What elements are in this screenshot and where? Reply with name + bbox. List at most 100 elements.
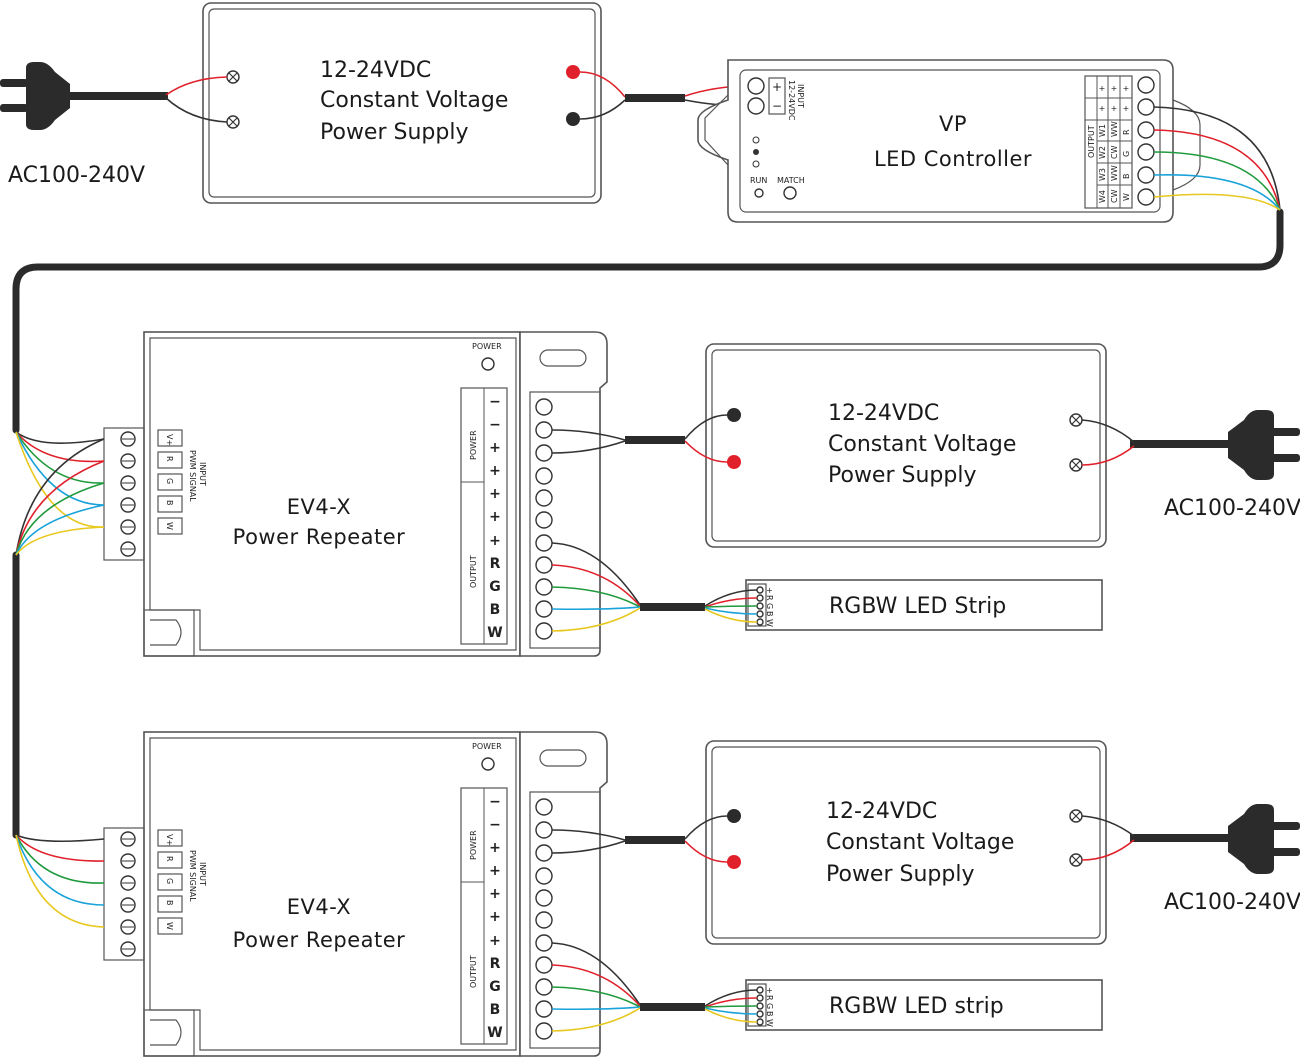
svg-text:R: R: [165, 856, 174, 862]
svg-text:W1: W1: [1098, 124, 1107, 137]
repeater-sub: Power Repeater: [233, 928, 406, 952]
repeater2-input-wires: [15, 834, 105, 928]
svg-text:+: +: [489, 886, 501, 902]
svg-text:+: +: [1123, 104, 1130, 113]
svg-text:B: B: [490, 602, 501, 618]
svg-text:R: R: [1122, 129, 1131, 135]
power-led-label: POWER: [472, 742, 502, 751]
svg-text:+: +: [489, 463, 501, 479]
controller-output-table: + + + + + + OUTPUT W1 W2 W3 W4 WW CW WW …: [1084, 75, 1133, 209]
dc-negative-terminal: [727, 809, 741, 823]
svg-text:B: B: [765, 1011, 774, 1017]
svg-text:G: G: [765, 603, 774, 609]
svg-text:W: W: [165, 922, 174, 930]
input-screw-terminals: [120, 831, 136, 957]
svg-text:W3: W3: [1098, 168, 1107, 181]
power-repeater-2: EV4-X Power Repeater POWER POWER OUTPUT …: [103, 731, 608, 1057]
svg-text:POWER: POWER: [469, 430, 478, 460]
svg-text:W: W: [765, 619, 774, 627]
svg-text:V+: V+: [165, 834, 174, 846]
svg-text:G: G: [765, 1003, 774, 1009]
svg-text:+: +: [765, 987, 774, 994]
svg-text:+: +: [489, 909, 501, 925]
match-button[interactable]: [783, 186, 797, 200]
controller-output-terminals: [1137, 76, 1155, 206]
svg-text:B: B: [165, 500, 174, 506]
svg-text:POWER: POWER: [469, 830, 478, 860]
ac-plug-icon: [1130, 804, 1300, 874]
input-pin-labels: V+ R G B W INPUT PWM SIGNAL: [157, 429, 207, 535]
svg-text:−: −: [489, 794, 501, 810]
repeater-name: EV4-X: [287, 895, 351, 919]
psu-case: [705, 343, 1107, 548]
controller-name: VP: [939, 112, 967, 136]
svg-text:+: +: [489, 486, 501, 502]
match-label: MATCH: [777, 176, 805, 185]
svg-text:+: +: [1099, 104, 1106, 113]
svg-text:G: G: [1122, 151, 1131, 157]
repeater2-output-wires: [551, 942, 758, 1032]
psu-line2: Constant Voltage: [828, 432, 1016, 457]
svg-text:PWM SIGNAL: PWM SIGNAL: [188, 850, 197, 902]
svg-text:V+: V+: [165, 434, 174, 446]
svg-text:OUTPUT: OUTPUT: [1087, 125, 1096, 158]
power-supply-2: 12-24VDC Constant Voltage Power Supply: [705, 343, 1107, 548]
svg-text:+: +: [1111, 104, 1118, 113]
dc-cable: [625, 836, 685, 844]
power-led: [481, 357, 495, 371]
svg-text:INPUT: INPUT: [796, 84, 805, 108]
svg-text:−: −: [489, 817, 501, 833]
ac-label-bottom: AC100-240V: [1164, 890, 1300, 915]
psu-line3: Power Supply: [826, 862, 974, 887]
repeater-terminals: [535, 398, 553, 640]
svg-text:OUTPUT: OUTPUT: [469, 555, 478, 588]
svg-text:B: B: [490, 1002, 501, 1018]
ac-label-top: AC100-240V: [8, 163, 145, 188]
power-repeater-1: EV4-X Power Repeater POWER POWER OUTPUT …: [103, 331, 608, 657]
dc-positive-terminal: [727, 455, 741, 469]
rgbw-led-strip-1: + R G B W RGBW LED Strip: [745, 579, 1103, 631]
terminal-sign-labels: − − + + + + + R G B W: [487, 394, 502, 641]
svg-text:G: G: [489, 579, 501, 595]
repeater-case: [143, 731, 521, 1057]
input-screw-terminals: [120, 431, 136, 557]
dc-negative-terminal: [727, 408, 741, 422]
svg-text:G: G: [489, 979, 501, 995]
psu-case: [202, 2, 602, 204]
svg-text:W: W: [487, 625, 502, 641]
svg-text:R: R: [765, 995, 774, 1001]
dc-negative-terminal: [566, 112, 580, 126]
svg-text:B: B: [765, 611, 774, 617]
svg-text:+: +: [489, 440, 501, 456]
top-power-supply: 12-24VDC Constant Voltage Power Supply: [202, 2, 602, 204]
ac-terminal-icon: [1069, 809, 1083, 867]
strip-label: RGBW LED strip: [829, 994, 1004, 1019]
rgbw-led-strip-2: + R G B W RGBW LED strip: [745, 979, 1103, 1031]
svg-text:+: +: [1111, 84, 1118, 93]
psu-line3: Power Supply: [828, 463, 976, 488]
svg-text:+: +: [1099, 84, 1106, 93]
svg-text:12-24VDC: 12-24VDC: [787, 80, 796, 121]
svg-text:W: W: [487, 1025, 502, 1041]
power-supply-3: 12-24VDC Constant Voltage Power Supply: [705, 740, 1107, 945]
strip-cable: [640, 1003, 705, 1011]
svg-text:W4: W4: [1098, 190, 1107, 203]
svg-text:−: −: [489, 417, 501, 433]
psu-line3: Power Supply: [320, 120, 468, 145]
svg-text:+: +: [1123, 84, 1130, 93]
svg-text:+: +: [772, 80, 782, 94]
psu-line2: Constant Voltage: [320, 88, 508, 113]
dc-positive-terminal: [727, 855, 741, 869]
psu-line1: 12-24VDC: [828, 401, 939, 426]
svg-text:CW: CW: [1110, 189, 1119, 203]
dc-cable: [625, 436, 685, 444]
vp-led-controller: VP LED Controller + − INPUT 12-24VDC RUN…: [697, 59, 1201, 223]
svg-text:G: G: [165, 878, 174, 884]
repeater-sub: Power Repeater: [233, 525, 406, 549]
svg-text:W: W: [165, 522, 174, 530]
strip-body: [745, 979, 1103, 1031]
power-led: [481, 757, 495, 771]
repeater-terminals: [535, 798, 553, 1040]
controller-input-negative: [747, 97, 765, 115]
